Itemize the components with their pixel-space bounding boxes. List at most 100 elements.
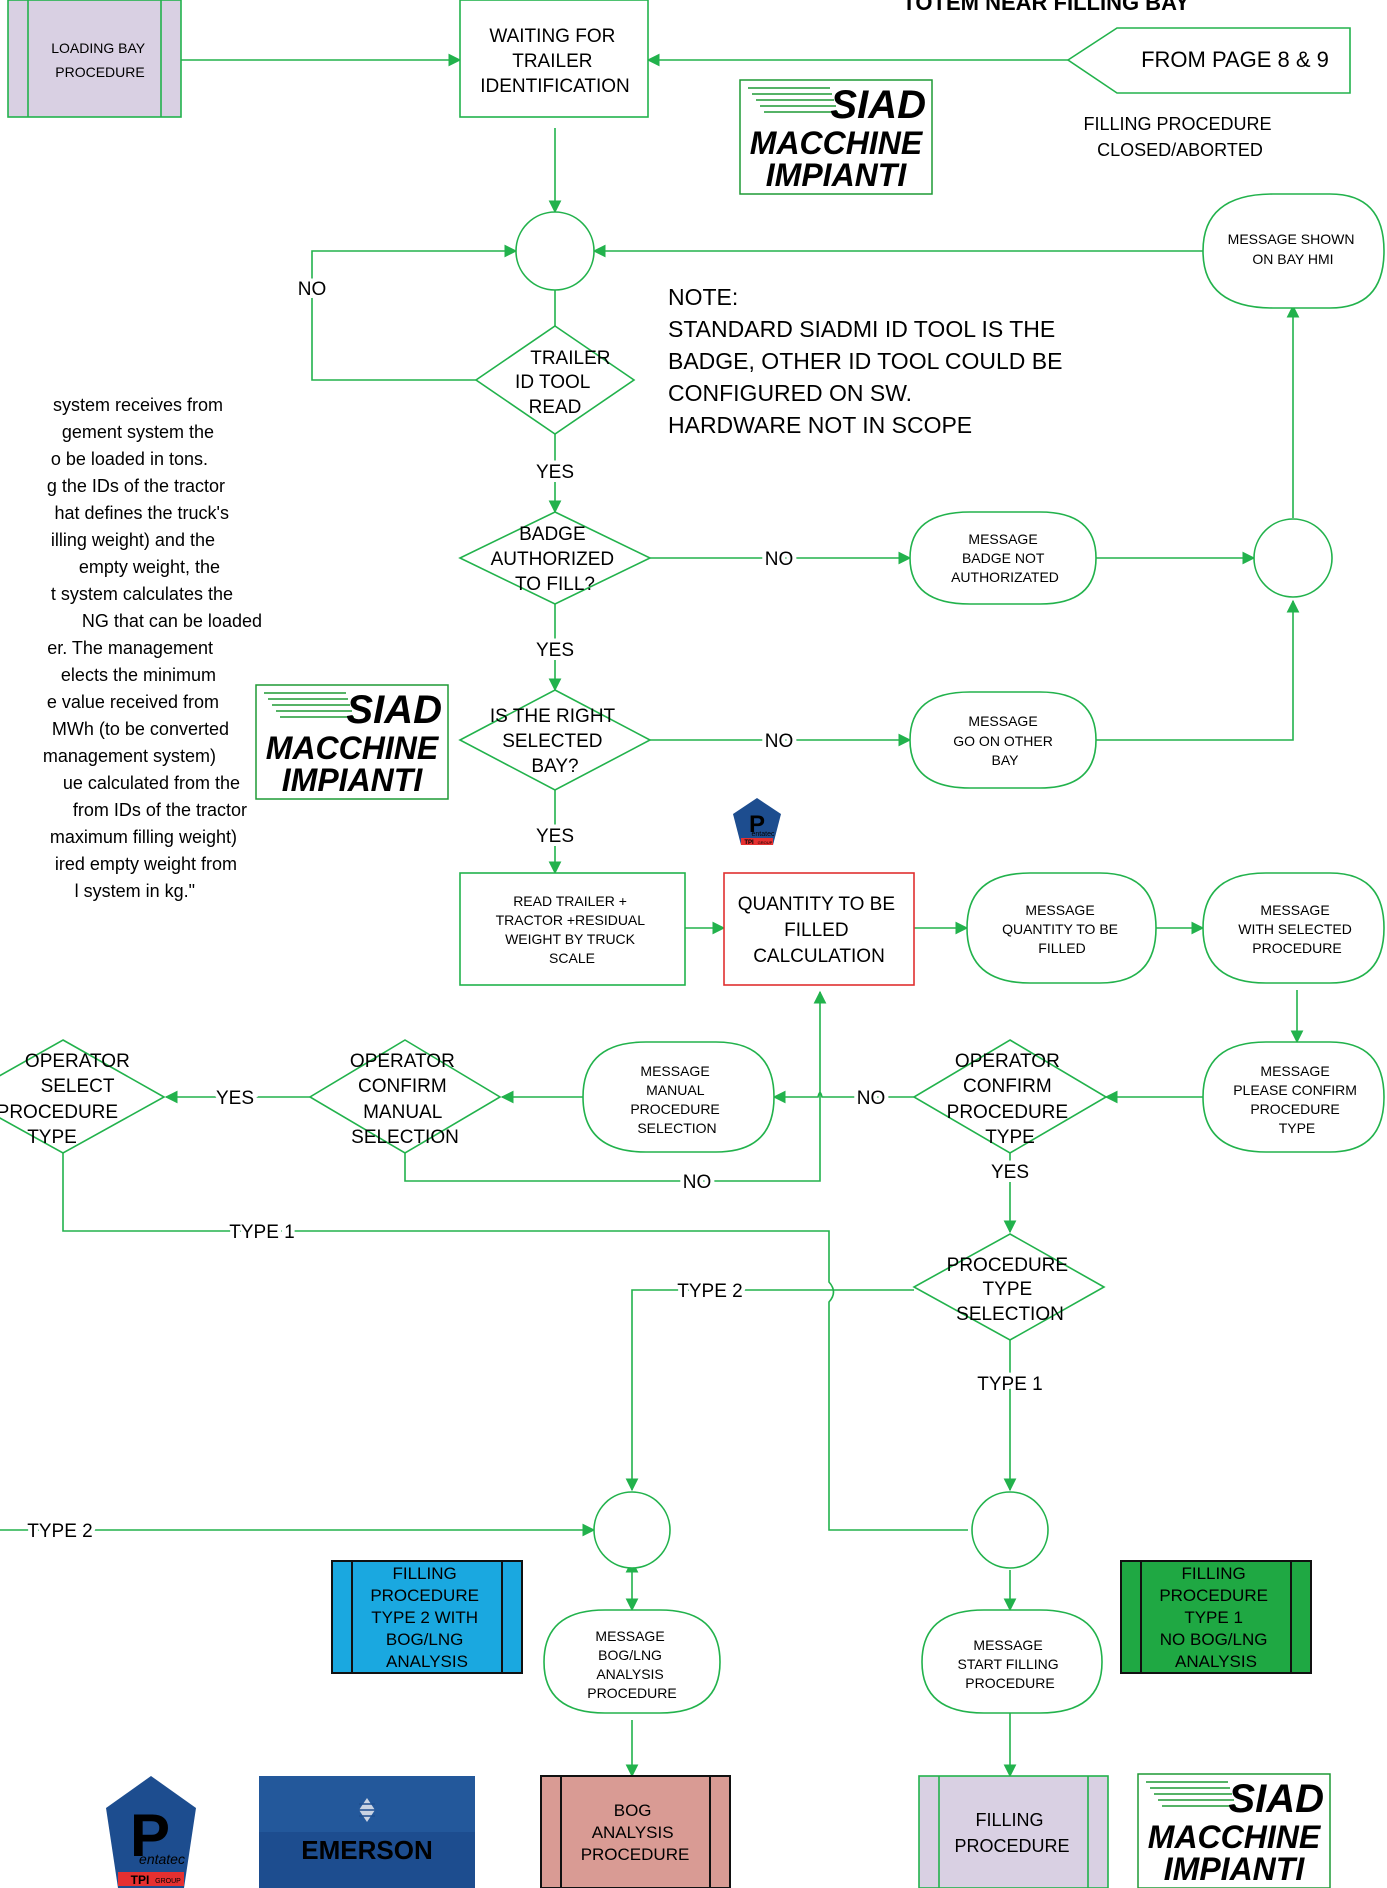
decision-line: TYPE <box>983 1279 1033 1300</box>
msg-line: PROCEDURE <box>965 1675 1054 1691</box>
msg-start-filling: MESSAGE START FILLING PROCEDURE <box>921 1609 1103 1714</box>
decision-line: TO FILL? <box>515 574 595 595</box>
svg-text:MESSAGE PLEASE CONFIRM: MESSAGE PLEASE CONFIRM PROCEDURE TYPE <box>1233 1063 1361 1136</box>
msg-line: PROCEDURE <box>1250 1101 1339 1117</box>
pentatec-logo-text: GROUP <box>758 840 773 845</box>
box-line: PROCEDURE <box>954 1836 1069 1856</box>
decision-line: ID TOOL <box>515 372 590 393</box>
msg-line: GO ON OTHER <box>953 733 1053 749</box>
msg-line: TYPE <box>1279 1120 1316 1136</box>
bog-analysis-procedure-box: BOG ANALYSIS PROCEDURE <box>540 1775 731 1888</box>
siad-logo-line: SIAD <box>346 688 442 732</box>
pentatec-logo-text: TPI <box>744 840 754 846</box>
siad-logo-line: IMPIANTI <box>1164 1851 1306 1887</box>
decision-badge-authorized: BADGE AUTHORIZED TO FILL? <box>458 511 652 605</box>
flow-connectors <box>0 53 1304 1778</box>
siad-logo-line: IMPIANTI <box>766 157 908 193</box>
box-line: ANALYSIS <box>592 1823 674 1842</box>
msg-bay-hmi: MESSAGE SHOWN ON BAY HMI <box>1202 193 1385 309</box>
decision-line: CONFIRM <box>963 1076 1052 1097</box>
decision-line: TYPE <box>985 1127 1035 1148</box>
label-no-trailer: NO <box>298 279 327 300</box>
decision-line: MANUAL <box>363 1102 442 1123</box>
label-type2-left: TYPE 2 <box>27 1521 92 1542</box>
from-page-label: FROM PAGE 8 & 9 <box>1141 47 1329 72</box>
msg-line: AUTHORIZATED <box>951 569 1059 585</box>
decision-right-bay: IS THE RIGHT SELECTED BAY? <box>458 689 652 791</box>
decision-operator-confirm-procedure: OPERATOR CONFIRM PROCEDURE TYPE <box>912 1039 1108 1154</box>
msg-line: PLEASE CONFIRM <box>1233 1082 1357 1098</box>
side-description: system receives from gement system the o… <box>43 395 267 901</box>
svg-text:P: P <box>749 811 765 838</box>
svg-text:QUANTITY TO BE FILLED: QUANTITY TO BE FILLED CALCULATION <box>738 894 901 967</box>
svg-text:FILLING PROCEDURE: FILLING PROCEDURE TYPE 2 WITH BOG/LNG AN… <box>370 1564 483 1671</box>
msg-quantity-filled: MESSAGE QUANTITY TO BE FILLED <box>966 872 1157 984</box>
svg-text:MESSAGE GO ON OTHER: MESSAGE GO ON OTHER BAY <box>953 713 1056 768</box>
msg-bog-lng-analysis: MESSAGE BOG/LNG ANALYSIS PROCEDURE <box>543 1609 721 1714</box>
box-line: PROCEDURE <box>370 1586 479 1605</box>
msg-line: MESSAGE <box>1025 902 1094 918</box>
label-yes-confirm-proc: YES <box>991 1162 1029 1183</box>
svg-text:FILLING PROCEDURE: FILLING PROCEDURE TYPE 1 NO BOG/LNG ANAL… <box>1159 1564 1272 1671</box>
msg-line: SELECTION <box>637 1120 716 1136</box>
label-yes-confirm-manual: YES <box>216 1088 254 1109</box>
msg-line: MESSAGE <box>1260 902 1329 918</box>
junction-type2 <box>593 1491 671 1569</box>
filling-procedure-box: FILLING PROCEDURE <box>918 1775 1109 1888</box>
msg-line: BAY <box>992 752 1020 768</box>
read-trailer-weight-box: READ TRAILER + TRACTOR +RESIDUAL WEIGHT … <box>459 872 686 986</box>
msg-line: MESSAGE <box>1260 1063 1329 1079</box>
msg-line: MANUAL <box>646 1082 705 1098</box>
box-line: ANALYSIS <box>386 1652 468 1671</box>
decision-line: AUTHORIZED <box>491 549 615 570</box>
waiting-trailer-id-box: WAITING FOR TRAILER IDENTIFICATION <box>459 0 649 118</box>
decision-procedure-type-selection: PROCEDURE TYPE SELECTION <box>912 1233 1106 1341</box>
svg-text:MESSAGE START FILLING: MESSAGE START FILLING PROCEDURE <box>957 1637 1062 1691</box>
loading-bay-label-line: LOADING BAY <box>51 40 146 56</box>
box-line: FILLING <box>393 1564 457 1583</box>
msg-line: MESSAGE <box>595 1628 664 1644</box>
box-line: TRACTOR +RESIDUAL <box>496 912 646 928</box>
box-line: FILLING <box>975 1810 1043 1830</box>
label-no-badge: NO <box>765 549 794 570</box>
page-title: TOTEM NEAR FILLING BAY <box>902 0 1190 15</box>
svg-text:MESSAGE MANUAL PRO: MESSAGE MANUAL PROCEDURE SELECTION <box>630 1063 723 1136</box>
decision-line: IS THE RIGHT <box>490 706 616 727</box>
msg-selected-procedure: MESSAGE WITH SELECTED PROCEDURE <box>1202 872 1385 984</box>
loading-bay-label-line: PROCEDURE <box>55 64 144 80</box>
msg-go-other-bay: MESSAGE GO ON OTHER BAY <box>909 691 1097 789</box>
box-line: PROCEDURE <box>581 1845 690 1864</box>
msg-line: FILLED <box>1038 940 1085 956</box>
siad-logo-line: MACCHINE <box>1148 1819 1322 1855</box>
siad-logo: SIAD MACCHINE IMPIANTI <box>1137 1773 1331 1888</box>
msg-bay-hmi-line: ON BAY HMI <box>1252 251 1333 267</box>
decision-line: PROCEDURE <box>0 1102 118 1123</box>
svg-text:IS THE RIGHT SELECTED: IS THE RIGHT SELECTED BAY? <box>490 706 620 777</box>
box-line: CALCULATION <box>753 946 885 967</box>
msg-please-confirm: MESSAGE PLEASE CONFIRM PROCEDURE TYPE <box>1202 1041 1385 1153</box>
box-line: SCALE <box>549 950 595 966</box>
box-line: READ TRAILER + <box>513 893 627 909</box>
msg-line: QUANTITY TO BE <box>1002 921 1118 937</box>
msg-badge-not-authorized: MESSAGE BADGE NOT AUTHORIZATED <box>909 511 1097 605</box>
box-line: TYPE 2 WITH <box>371 1608 478 1627</box>
emerson-logo: EMERSON <box>259 1776 475 1888</box>
svg-text:READ TRAILER + TRACTOR +: READ TRAILER + TRACTOR +RESIDUAL WEIGHT … <box>496 893 649 966</box>
waiting-label-line: IDENTIFICATION <box>480 76 630 97</box>
svg-text:OPERATOR CONFIRM P: OPERATOR CONFIRM PROCEDURE TYPE <box>947 1051 1074 1148</box>
decision-line: BADGE <box>519 524 586 545</box>
msg-bay-hmi-line: MESSAGE SHOWN <box>1228 231 1355 247</box>
svg-text:BOG ANALYSIS PROCE: BOG ANALYSIS PROCEDURE <box>581 1801 690 1864</box>
label-type1-select: TYPE 1 <box>229 1222 294 1243</box>
decision-line: SELECTED <box>502 731 602 752</box>
label-no-confirm-manual: NO <box>683 1172 712 1193</box>
decision-line: TYPE <box>27 1127 77 1148</box>
svg-text:LOADING BAY PROCEDURE: LOADING BAY PROCEDURE <box>51 40 149 80</box>
pentatec-logo: P entatec TPI GROUP <box>106 1776 196 1888</box>
filling-type1-box: FILLING PROCEDURE TYPE 1 NO BOG/LNG ANAL… <box>1120 1560 1312 1674</box>
svg-text:MESSAGE WITH SELECTED: MESSAGE WITH SELECTED PROCEDURE <box>1238 902 1355 956</box>
box-line: FILLED <box>784 920 848 941</box>
filling-type2-box: FILLING PROCEDURE TYPE 2 WITH BOG/LNG AN… <box>331 1560 523 1674</box>
svg-text:BADGE AUTHORIZED T: BADGE AUTHORIZED TO FILL? <box>491 524 620 595</box>
